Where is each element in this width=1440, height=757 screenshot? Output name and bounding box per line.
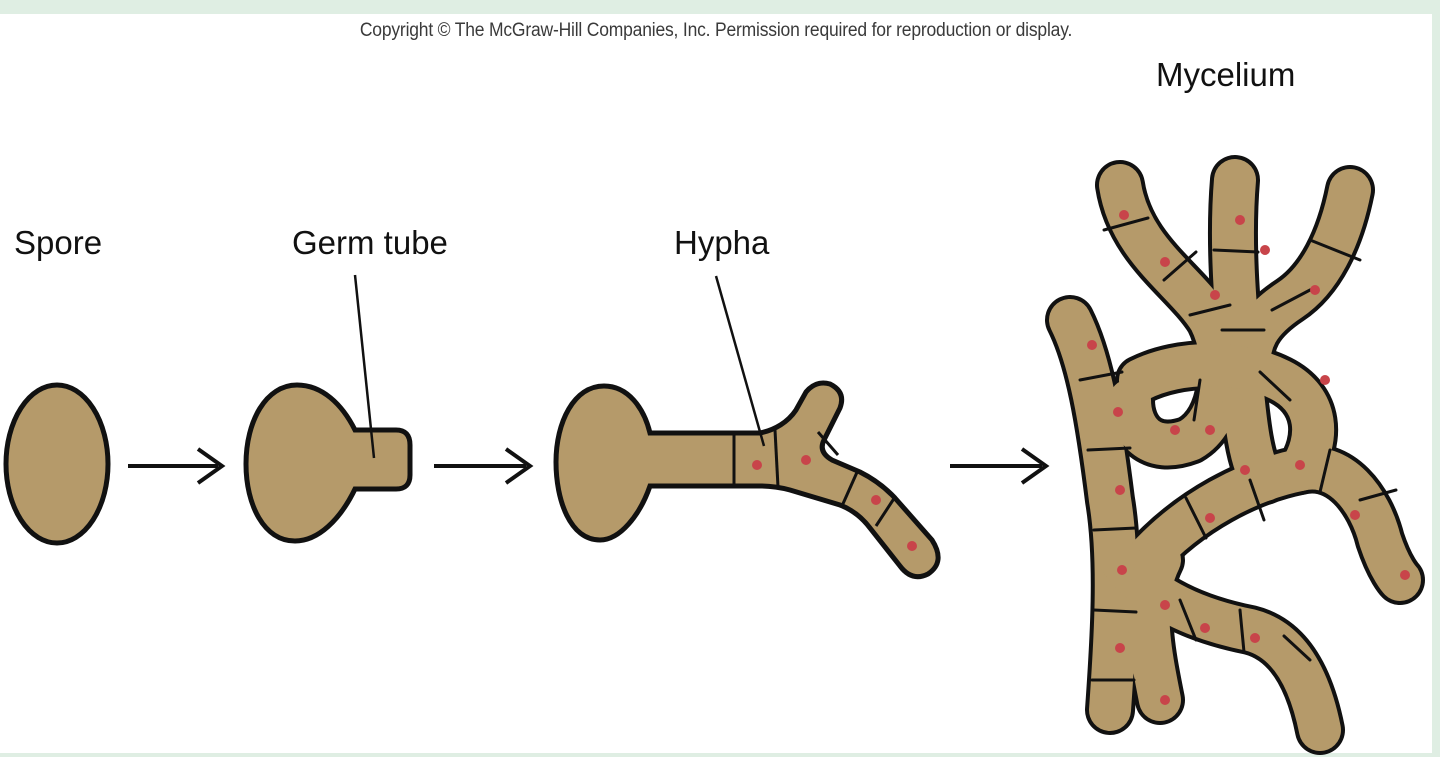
- germ-tube-pointer: [353, 274, 376, 459]
- label-mycelium: Mycelium: [1156, 56, 1296, 93]
- label-hypha: Hypha: [674, 224, 770, 261]
- label-spore: Spore: [14, 224, 103, 261]
- germ-tube-shape: [243, 382, 413, 544]
- arrow-2: [434, 447, 534, 485]
- hypha-pointer: [714, 275, 766, 447]
- copyright-notice: Copyright © The McGraw-Hill Companies, I…: [359, 20, 1073, 41]
- label-germ-tube: Germ tube: [292, 224, 448, 261]
- arrow-3: [950, 447, 1050, 485]
- hypha-stage: [553, 380, 941, 580]
- mycelium-shape: [1045, 155, 1425, 755]
- arrow-1: [128, 447, 226, 485]
- spore-shape: [3, 382, 111, 546]
